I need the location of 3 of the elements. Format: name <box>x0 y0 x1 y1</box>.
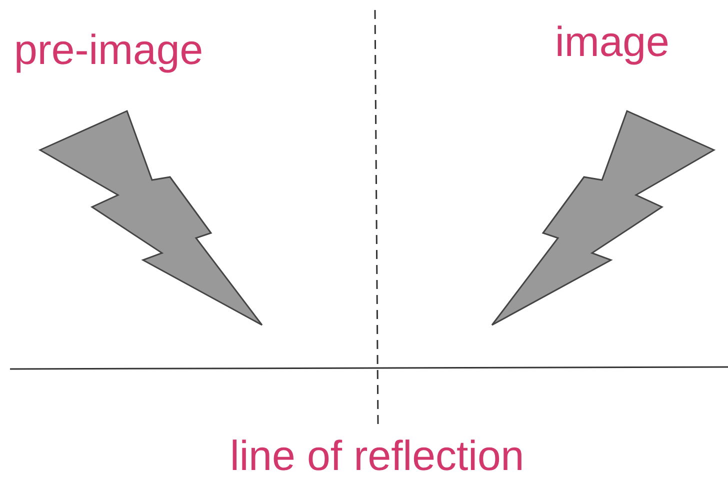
figure-label: pre-image <box>14 26 204 74</box>
figure-label: image <box>555 18 670 66</box>
caption-text: line of reflection <box>230 432 524 478</box>
